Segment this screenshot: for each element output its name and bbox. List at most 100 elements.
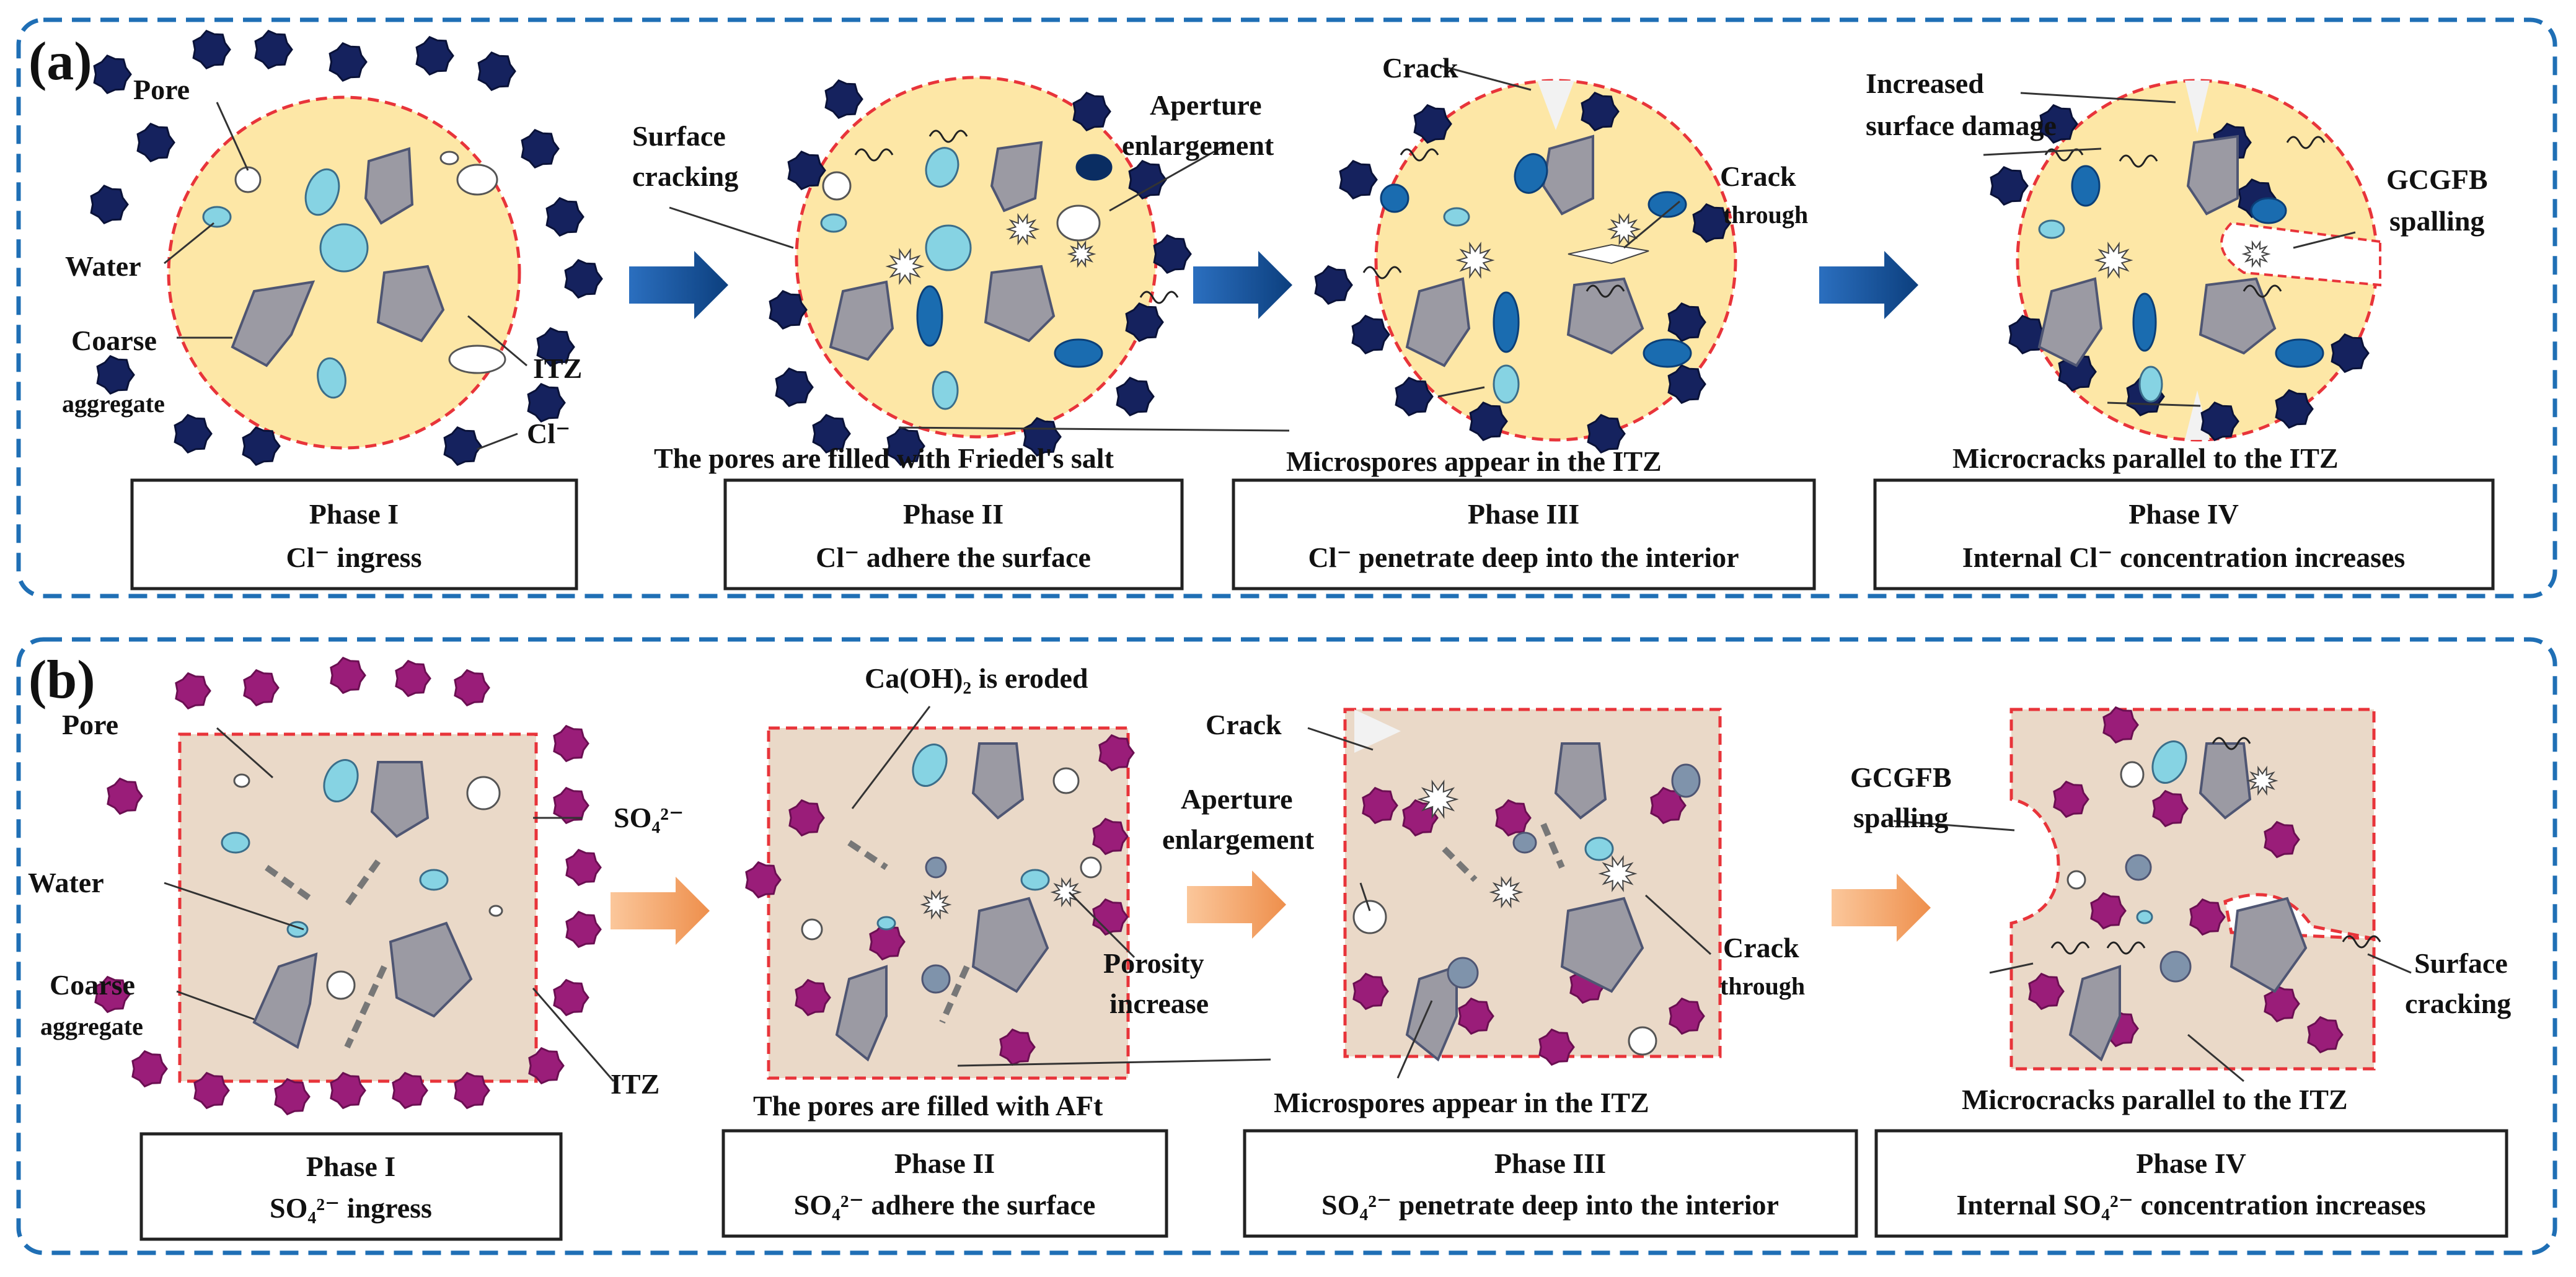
pore-a1-4 [439, 151, 459, 165]
aggregate-b4-1 [2068, 965, 2121, 1062]
chloride-ion-10 [564, 258, 603, 299]
crack-squiggle-a3-1 [1400, 148, 1439, 162]
water-a2-1 [925, 147, 959, 188]
water-a3-2 [1493, 364, 1520, 404]
water-b4-2 [2136, 910, 2153, 924]
phase-title-a1: Phase I [309, 498, 399, 530]
label-crack-b3: Crack [1206, 709, 1282, 740]
crack-squiggle-b4-1 [2212, 737, 2251, 750]
pore-a1-2 [456, 164, 498, 196]
panel-a-letter: (a) [29, 32, 92, 92]
pore-b1-3 [233, 773, 250, 788]
filled-pore-b2-2 [925, 856, 947, 879]
deep-water-a3-5 [1647, 191, 1687, 218]
crack-wedge-a4 [2185, 81, 2210, 133]
phase-box-a1: Phase I Cl⁻ ingress [130, 478, 578, 590]
itz-dash-b1-3 [344, 965, 387, 1049]
chloride-ion-32 [1692, 203, 1731, 244]
sulfate-ion-41 [2189, 898, 2226, 936]
water-a4-1 [2038, 219, 2065, 239]
pore-a2-1 [822, 171, 852, 201]
process-arrow-b1 [611, 877, 710, 945]
deep-water-a3-1 [1514, 153, 1548, 194]
pore-b2-2 [1080, 856, 1102, 879]
phase-title-a3: Phase III [1468, 498, 1579, 530]
void-star-b3-2 [1489, 875, 1524, 909]
label-aggregate-a: aggregate [62, 390, 165, 418]
sulfate-ion-9 [565, 910, 602, 949]
sulfate-ion-25 [1092, 817, 1129, 856]
sulfate-ion-14 [274, 1077, 311, 1116]
phase-box-b3: Phase III SO₄²⁻ penetrate deep into the … [1243, 1129, 1858, 1238]
label-cracking-a: cracking [632, 160, 738, 192]
phase-box-b4: Phase IV Internal SO₄²⁻ concentration in… [1874, 1129, 2508, 1238]
chloride-ion-25 [1125, 302, 1164, 343]
filled-pore-b3-2 [1671, 763, 1701, 798]
deep-water-a4-3 [2275, 338, 2324, 368]
pore-b4-2 [2067, 870, 2086, 890]
label-crack-a3: Crack [1382, 52, 1458, 84]
water-b4-1 [2151, 740, 2187, 784]
sulfate-ion-15 [330, 1071, 366, 1110]
crack-through-a3 [1568, 244, 1649, 265]
crack-squiggle-a2-3 [1139, 291, 1179, 304]
phase-title-a4: Phase IV [2128, 498, 2239, 530]
void-star-a2-2 [1005, 213, 1040, 246]
aggregate-b2-3 [971, 897, 1049, 993]
label-water-a: Water [65, 250, 141, 282]
water-b3-1 [1584, 836, 1614, 861]
chloride-ion-30 [1413, 103, 1452, 144]
pore-b1-1 [466, 776, 501, 810]
phase-box-a4: Phase IV Internal Cl⁻ concentration incr… [1873, 478, 2495, 590]
label-enlargement-a: enlargement [1122, 129, 1274, 161]
label-porosity-b: Porosity [1103, 947, 1204, 979]
chloride-ion-26 [1153, 234, 1192, 274]
phase-box-a2: Phase II Cl⁻ adhere the surface [723, 478, 1184, 590]
water-b1-2 [221, 832, 250, 854]
void-star-a2-1 [885, 248, 925, 285]
void-star-b2-2 [1050, 877, 1082, 908]
chloride-ion-24 [1116, 376, 1155, 417]
label-aperture-a: Aperture [1150, 89, 1262, 121]
chloride-ion-48 [2008, 314, 2047, 355]
label-increased-a4: Increased [1866, 68, 1984, 99]
label-micro-a3: Microspores appear in the ITZ [1286, 445, 1662, 477]
chloride-ion-16 [443, 426, 482, 467]
phase-box-b1: Phase I SO₄²⁻ ingress [139, 1132, 563, 1241]
label-microcracks-b4: Microcracks parallel to the ITZ [1962, 1084, 2348, 1115]
label-increase-b: increase [1109, 988, 1209, 1019]
sulfate-ion-23 [999, 1028, 1036, 1066]
process-arrow-a1 [629, 251, 728, 319]
aggregate-a2-1 [829, 280, 894, 361]
filled-pore-b4-1 [2125, 854, 2152, 881]
chloride-ion-1 [254, 29, 293, 70]
aggregate-a1-3 [376, 265, 445, 343]
aggregate-a2-3 [984, 265, 1056, 343]
label-micro-b3: Microspores appear in the ITZ [1274, 1087, 1649, 1118]
chloride-ion-29 [1339, 159, 1378, 200]
chloride-ion-23 [1023, 416, 1062, 457]
pore-b3-1 [1352, 900, 1387, 934]
void-star-b3-3 [1598, 855, 1638, 892]
water-a3-1 [1443, 207, 1470, 227]
sulfate-ion-40 [2090, 892, 2127, 930]
sulfate-ion-6 [553, 724, 589, 763]
chloride-ion-13 [96, 354, 135, 395]
chloride-ion-40 [1990, 165, 2029, 206]
phase-desc-a3: Cl⁻ penetrate deep into the interior [1308, 542, 1739, 573]
pore-b1-2 [326, 970, 356, 1000]
crack-wedge-a3 [1537, 81, 1574, 130]
chloride-ion-27 [1128, 159, 1167, 200]
crack-squiggle-a2-1 [854, 148, 894, 162]
label-surface-damage-a4: surface damage [1866, 110, 2057, 141]
phase-title-b2: Phase II [894, 1148, 995, 1179]
sulfate-ion-43 [2307, 1016, 2344, 1054]
pore-b1-4 [488, 905, 503, 917]
chloride-ion-5 [93, 54, 132, 95]
water-b2-2 [1020, 869, 1050, 891]
sulfate-ion-34 [1669, 997, 1705, 1035]
deep-water-a4-2 [2132, 292, 2157, 352]
sulfate-ion-10 [553, 978, 589, 1017]
pore-a2-2 [1056, 204, 1101, 242]
